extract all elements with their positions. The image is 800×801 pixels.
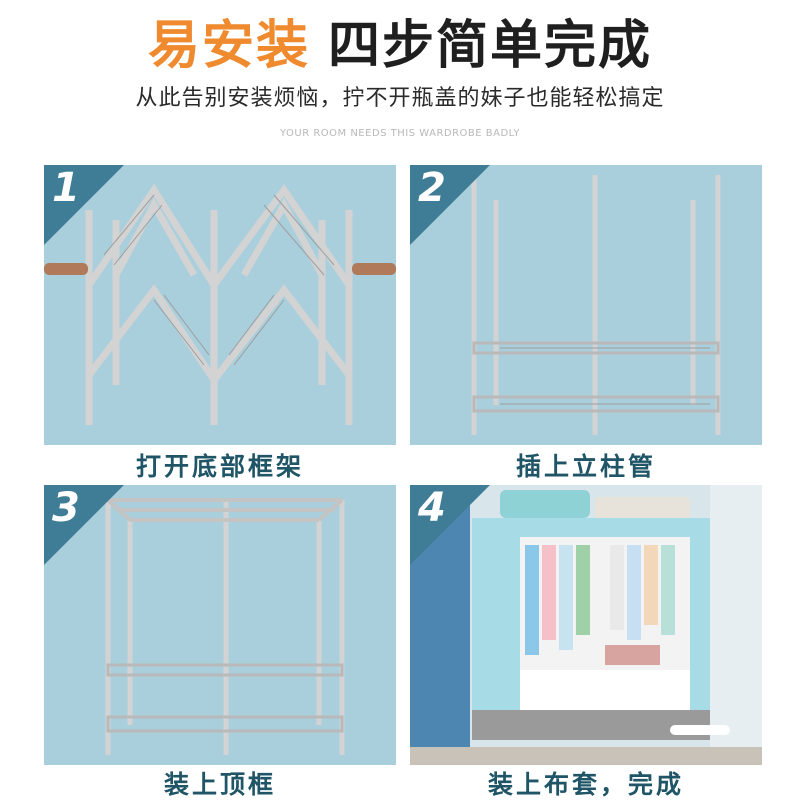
step-badge-3	[44, 485, 124, 565]
page-title: 易安装四步简单完成	[0, 14, 800, 78]
step-1-image: 1	[44, 165, 396, 445]
step-4-image: 4	[410, 485, 762, 765]
poles-illustration	[471, 175, 721, 435]
folded-frame-illustration	[44, 183, 396, 425]
tagline: YOUR ROOM NEEDS THIS WARDROBE BADLY	[279, 128, 521, 139]
step-number-1: 1	[52, 165, 80, 211]
step-1-caption: 打开底部框架	[135, 452, 304, 481]
step-3-image: 3	[44, 485, 396, 765]
subtitle: 从此告别安装烦恼，拧不开瓶盖的妹子也能轻松搞定	[135, 86, 665, 111]
title-accent: 易安装	[147, 16, 310, 76]
step-3-caption: 装上顶框	[163, 770, 276, 799]
step-number-3: 3	[52, 485, 80, 531]
title-main: 四步简单完成	[328, 16, 653, 76]
step-badge-4	[410, 485, 490, 565]
step-number-4: 4	[418, 485, 446, 531]
step-badge-1	[44, 165, 124, 245]
step-4-caption: 装上布套，完成	[487, 770, 684, 799]
step-2-caption: 插上立柱管	[515, 452, 656, 481]
top-frame-illustration	[105, 498, 345, 755]
step-2-image: 2	[410, 165, 762, 445]
step-number-2: 2	[418, 165, 446, 211]
step-badge-2	[410, 165, 490, 245]
